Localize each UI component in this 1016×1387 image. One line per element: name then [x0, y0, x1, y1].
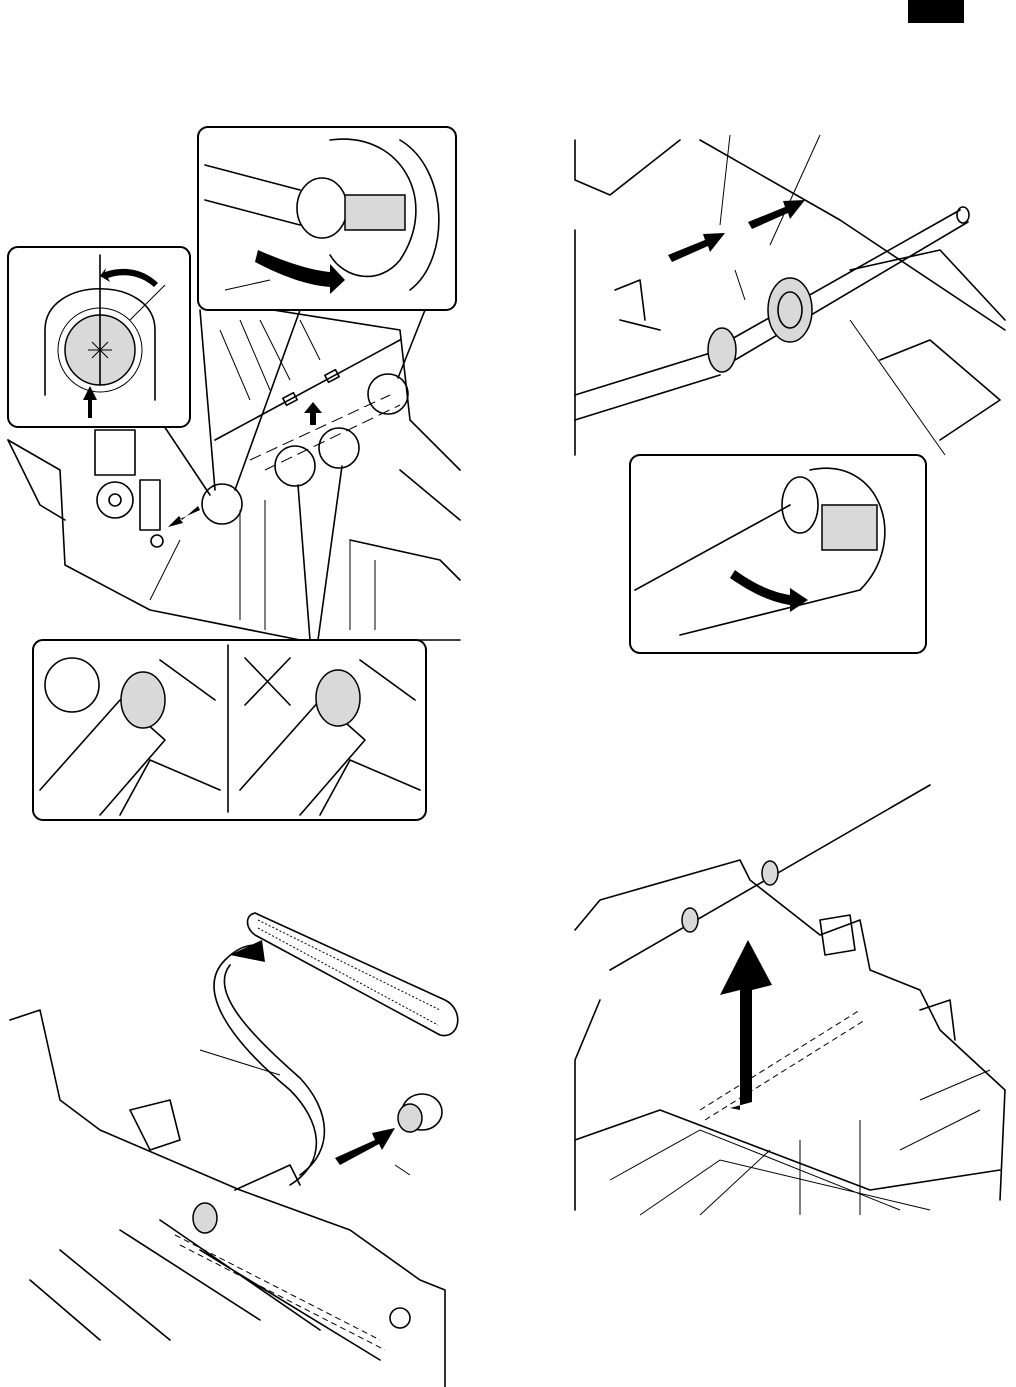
push-arrow-icon	[668, 233, 725, 262]
push-arrow-icon	[748, 200, 805, 229]
push-arrow-icon	[335, 1128, 395, 1165]
rotate-arrow-icon	[255, 250, 345, 294]
figure-roller-removal	[7, 126, 461, 821]
figure-belt-install	[9, 912, 459, 1387]
correct-circle-icon	[44, 657, 100, 713]
up-arrow-icon	[83, 386, 97, 418]
figure-pulley-install	[574, 134, 1006, 654]
up-arrow-icon	[720, 940, 772, 1110]
section-tab-marker	[908, 0, 964, 23]
figure-roller-lift	[574, 784, 1006, 1216]
rotate-arrow-icon	[730, 570, 808, 612]
up-arrow-icon	[304, 402, 322, 425]
curved-arrow-icon	[230, 940, 265, 962]
rotate-arrow-icon	[100, 268, 158, 287]
incorrect-cross-icon	[244, 657, 291, 706]
pull-arrow-icon	[168, 506, 200, 527]
